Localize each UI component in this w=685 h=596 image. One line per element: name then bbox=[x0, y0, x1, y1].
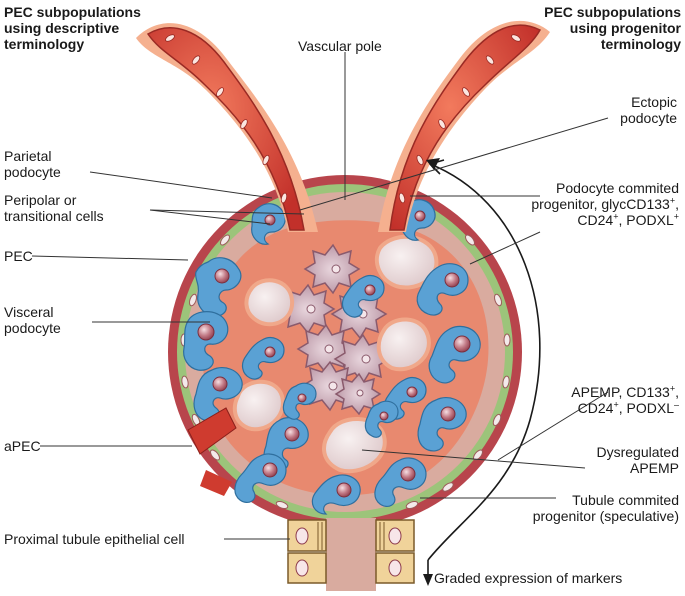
podocyte-nuclei bbox=[197, 210, 471, 498]
label-apec: aPEC bbox=[4, 438, 41, 454]
label-peripolar-line-1: Peripolar or bbox=[4, 192, 77, 208]
pcp-l2-end: , bbox=[675, 196, 679, 212]
header-left-line-1: PEC subpopulations bbox=[4, 4, 141, 20]
pcp-l3b: , PODXL bbox=[618, 212, 674, 228]
label-vascular-pole: Vascular pole bbox=[298, 38, 382, 54]
header-right-line-3: terminology bbox=[600, 36, 681, 52]
leader-lines bbox=[31, 52, 609, 540]
label-dysregulated-line-2: APEMP bbox=[629, 460, 679, 476]
label-podocyte-committed-line-2: progenitor, glycCD133+, bbox=[531, 196, 679, 212]
label-podocyte-committed-line-3: CD24+, PODXL+ bbox=[531, 212, 679, 228]
apemp-l2a: CD24 bbox=[577, 400, 614, 416]
header-left: PEC subpopulations using descriptive ter… bbox=[4, 4, 141, 52]
apemp-l1a: APEMP, CD133 bbox=[571, 384, 670, 400]
label-ectopic-line-1: Ectopic bbox=[631, 94, 677, 110]
label-dysregulated-apemp: Dysregulated APEMP bbox=[597, 444, 680, 476]
apemp-l1a-sup: + bbox=[669, 383, 676, 394]
label-graded-expression: Graded expression of markers bbox=[434, 570, 623, 586]
pcp-l3b-sup: + bbox=[673, 211, 679, 222]
label-pec: PEC bbox=[4, 248, 33, 264]
label-tubule-committed-line-1: Tubule commited bbox=[572, 492, 679, 508]
header-left-line-3: terminology bbox=[4, 36, 85, 52]
arrow-head-up bbox=[426, 158, 440, 170]
pcp-l2: progenitor, glycCD133 bbox=[531, 196, 670, 212]
label-ectopic-line-2: podocyte bbox=[620, 110, 677, 126]
label-podocyte-committed-line-1: Podocyte commited bbox=[556, 180, 679, 196]
header-right: PEC subpopulations using progenitor term… bbox=[544, 4, 681, 52]
apemp-l2b: , PODXL bbox=[618, 400, 674, 416]
apemp-l2b-sup: – bbox=[673, 399, 679, 410]
apemp-l1-end: , bbox=[675, 384, 679, 400]
label-ectopic-podocyte: Ectopic podocyte bbox=[620, 94, 677, 126]
label-peripolar-cells: Peripolar or transitional cells bbox=[4, 192, 104, 224]
label-parietal-line-2: podocyte bbox=[4, 164, 61, 180]
label-peripolar-line-2: transitional cells bbox=[4, 208, 104, 224]
header-left-line-2: using descriptive bbox=[4, 20, 120, 36]
pcp-l2-sup: + bbox=[669, 195, 676, 206]
label-apemp-line-1: APEMP, CD133+, bbox=[571, 384, 679, 400]
proximal-tubule bbox=[287, 518, 415, 591]
pcp-l3a: CD24 bbox=[577, 212, 614, 228]
arrow-head-down bbox=[423, 574, 433, 586]
pec-nuclei bbox=[180, 234, 511, 509]
label-tubule-committed-line-2: progenitor (speculative) bbox=[532, 508, 679, 524]
label-visceral-podocyte: Visceral podocyte bbox=[4, 304, 61, 336]
label-visceral-line-1: Visceral bbox=[4, 304, 54, 320]
header-right-line-1: PEC subpopulations bbox=[544, 4, 681, 20]
label-podocyte-committed-progenitor: Podocyte commited progenitor, glycCD133+… bbox=[531, 180, 679, 228]
label-parietal-line-1: Parietal bbox=[4, 148, 52, 164]
apec-cells-lower bbox=[200, 470, 232, 496]
apemp-l2a-sup: + bbox=[613, 399, 619, 410]
header-right-line-2: using progenitor bbox=[569, 20, 681, 36]
arterioles bbox=[136, 20, 550, 233]
label-apemp: APEMP, CD133+, CD24+, PODXL– bbox=[571, 384, 679, 416]
label-apemp-line-2: CD24+, PODXL– bbox=[571, 400, 679, 416]
label-dysregulated-line-1: Dysregulated bbox=[596, 444, 680, 460]
label-visceral-line-2: podocyte bbox=[4, 320, 61, 336]
label-parietal-podocyte: Parietal podocyte bbox=[4, 148, 61, 180]
label-proximal-tubule: Proximal tubule epithelial cell bbox=[4, 531, 185, 547]
pcp-l3a-sup: + bbox=[613, 211, 619, 222]
apec-cells bbox=[187, 407, 237, 455]
label-tubule-committed-progenitor: Tubule commited progenitor (speculative) bbox=[533, 492, 679, 524]
